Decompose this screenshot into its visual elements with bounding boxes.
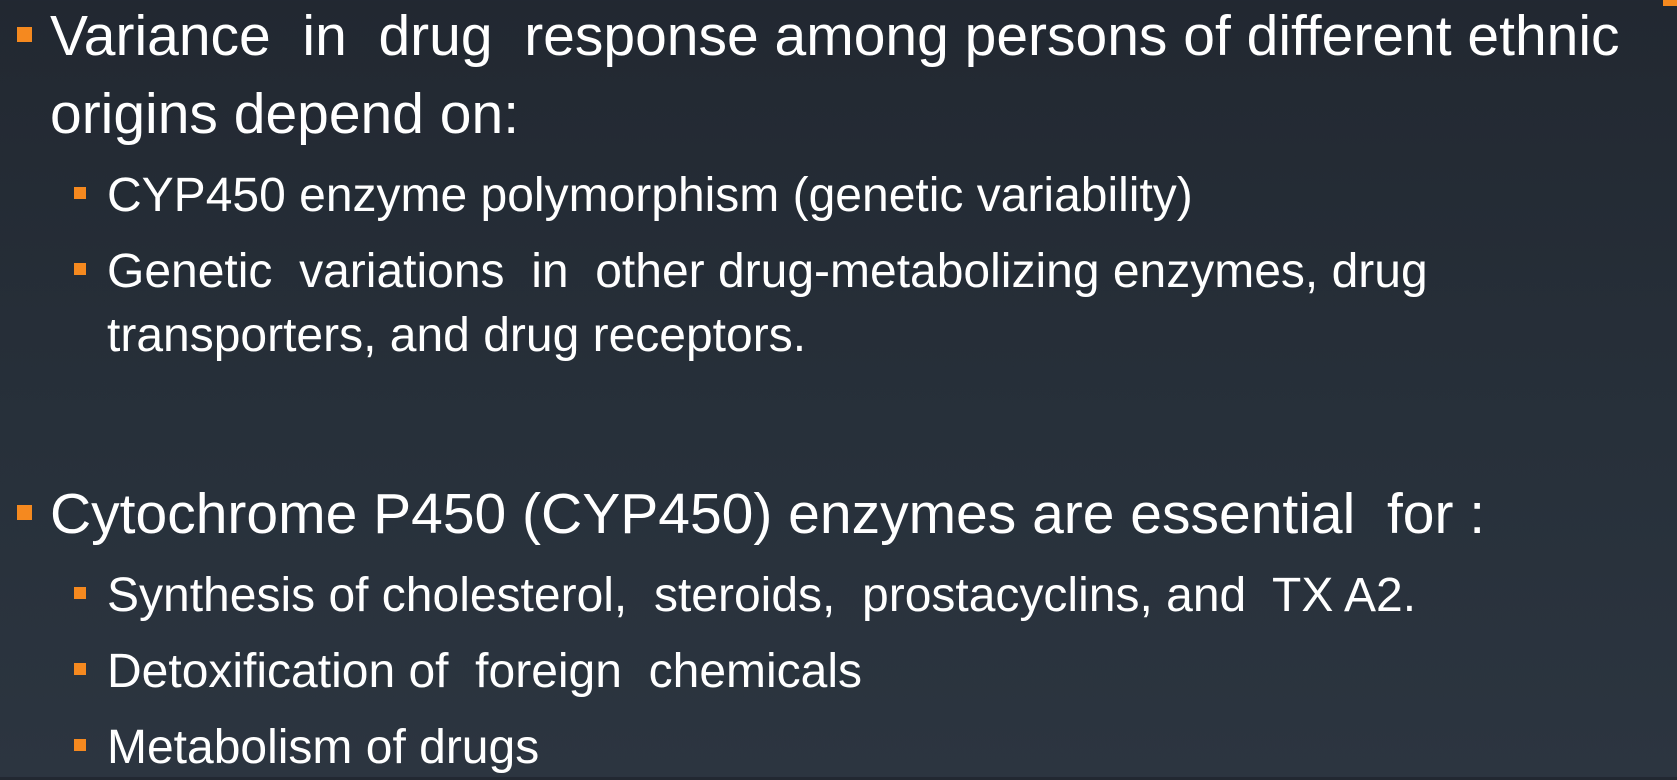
bullet-square-icon	[74, 663, 86, 675]
bullet-square-icon	[17, 505, 32, 520]
bullet-square-icon	[74, 739, 86, 751]
bullet-square-icon	[74, 587, 86, 599]
bullet-square-icon	[74, 187, 86, 199]
bullet-text: Variance in drug response among persons …	[50, 4, 1636, 146]
corner-accent	[1663, 0, 1677, 6]
sub-bullet-text: CYP450 enzyme polymorphism (genetic vari…	[107, 169, 1193, 222]
sub-bullet-text: Genetic variations in other drug-metabol…	[107, 245, 1441, 362]
bullet-square-icon	[74, 263, 86, 275]
sub-bullet-text: Synthesis of cholesterol, steroids, pros…	[107, 569, 1417, 622]
bullet-square-icon	[17, 27, 32, 42]
sub-bullet-text: Metabolism of drugs	[107, 721, 540, 774]
sub-bullet-text: Detoxification of foreign chemicals	[107, 645, 863, 698]
bullet-text: Cytochrome P450 (CYP450) enzymes are ess…	[50, 482, 1486, 546]
